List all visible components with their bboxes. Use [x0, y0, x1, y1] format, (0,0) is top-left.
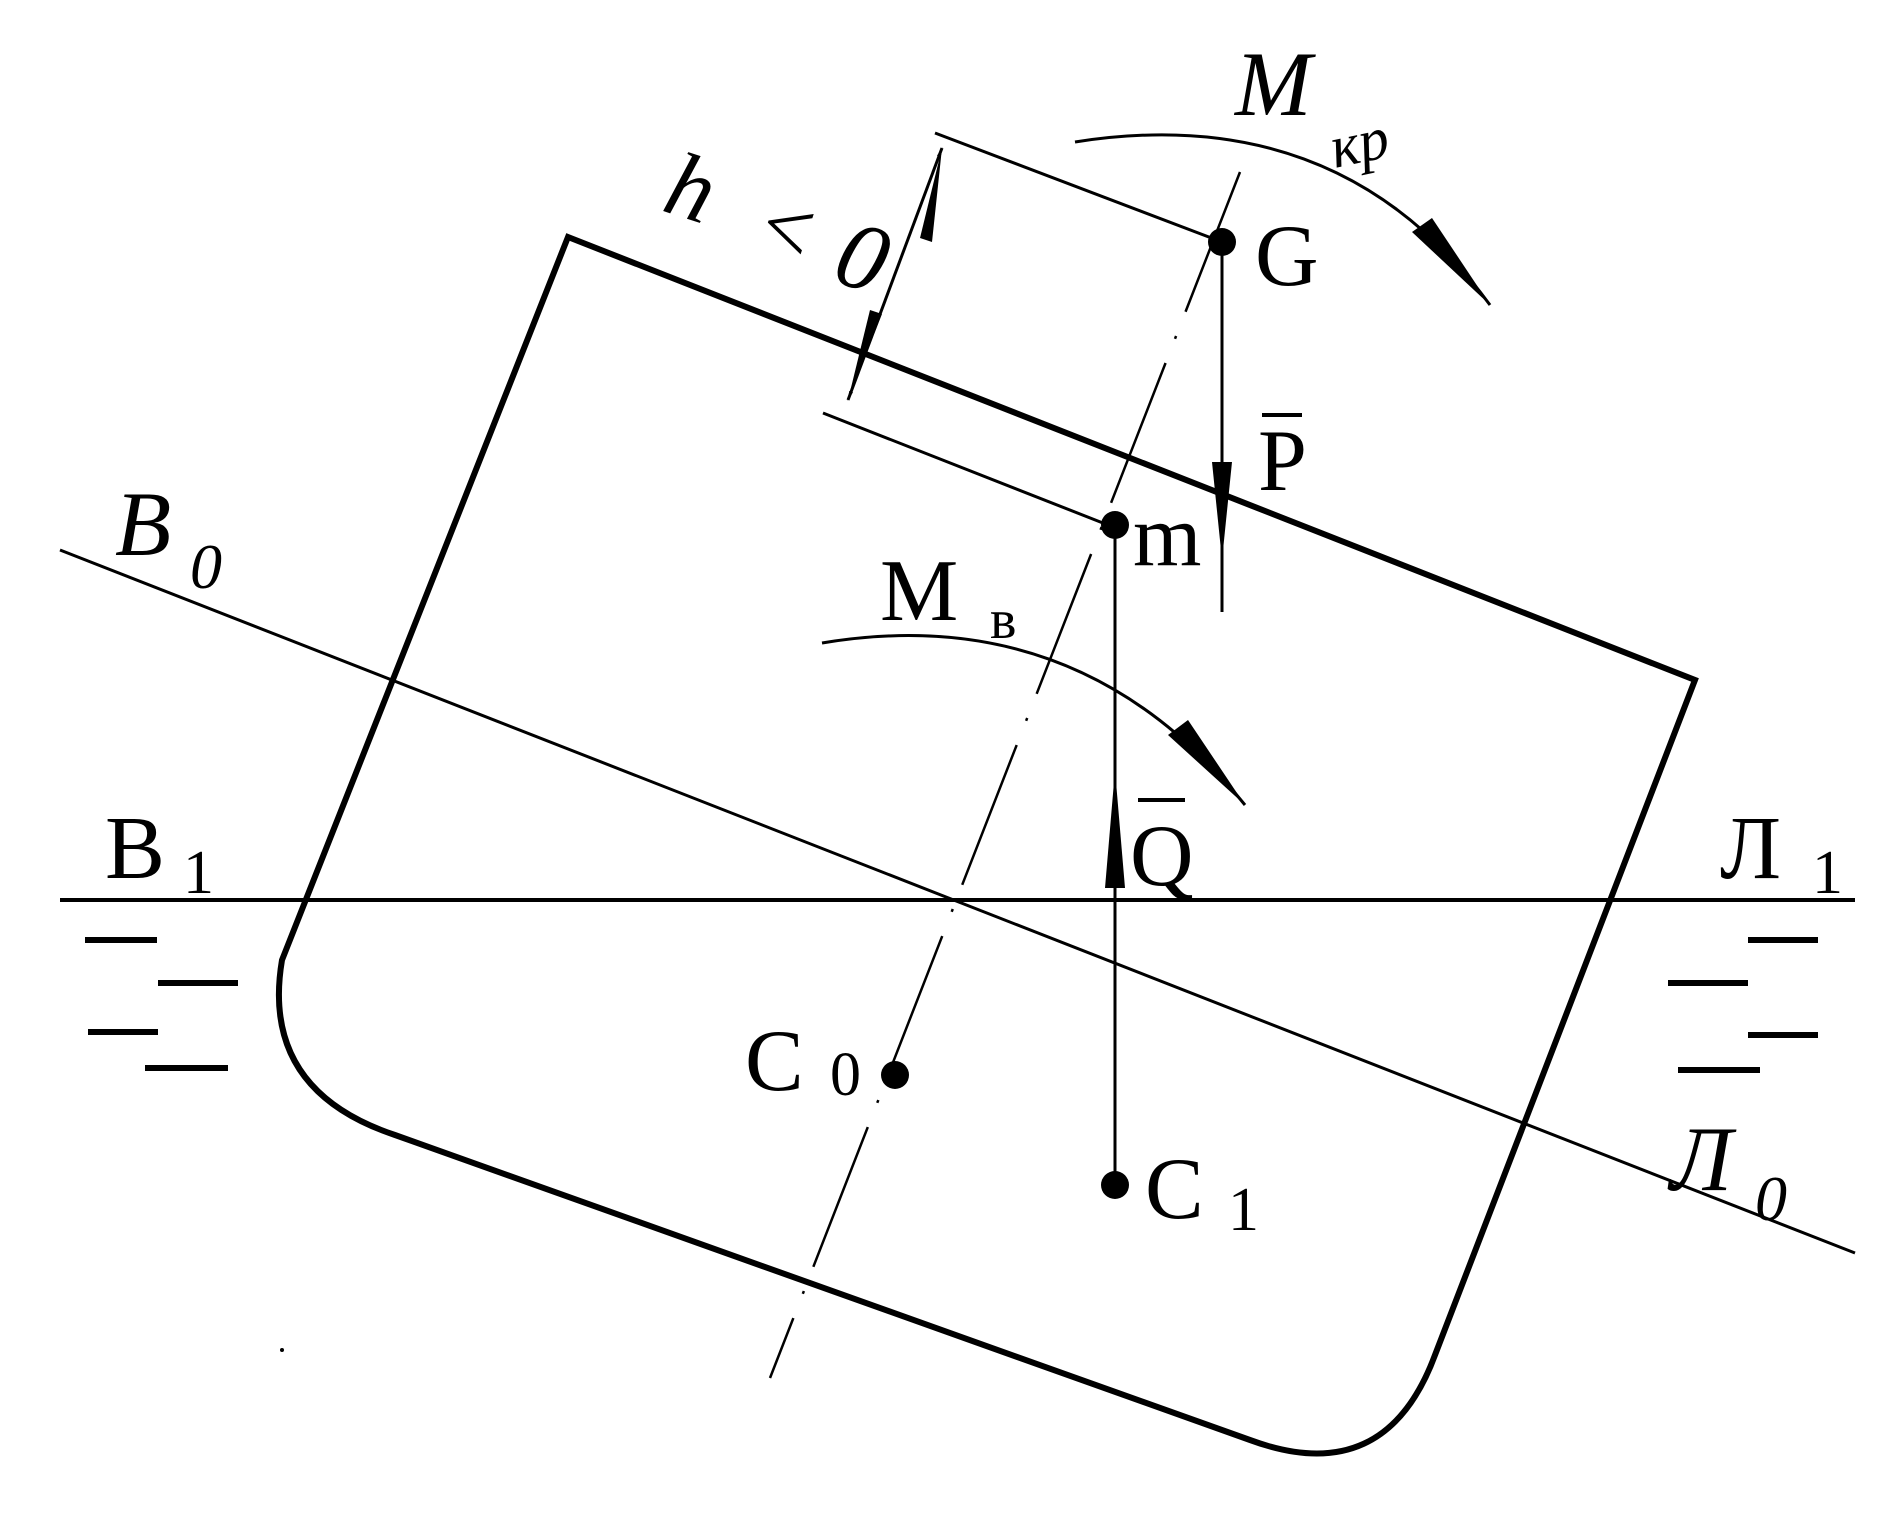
scan-dot — [280, 1348, 284, 1352]
label-m-v-sub: в — [990, 589, 1016, 651]
h-arrow-upper — [920, 148, 942, 242]
label-m-v: M — [880, 543, 958, 640]
label-h-zero: 0 — [824, 198, 903, 315]
label-b1: B — [105, 799, 165, 898]
label-c1-sub: 1 — [1228, 1176, 1259, 1244]
label-c0: C — [745, 1013, 804, 1110]
h-extension-lower — [822, 411, 1109, 527]
label-q: Q — [1130, 808, 1194, 905]
label-c0-sub: 0 — [830, 1041, 861, 1109]
point-c1 — [1101, 1171, 1129, 1199]
label-l1-sub: 1 — [1812, 839, 1843, 907]
force-p-arrow — [1212, 462, 1232, 560]
label-l1: Л — [1720, 799, 1781, 898]
force-q-arrow — [1105, 770, 1125, 888]
label-b1-sub: 1 — [183, 839, 214, 907]
label-b0: B — [115, 473, 171, 575]
point-g — [1208, 228, 1236, 256]
label-h: h — [654, 132, 729, 243]
label-l0: Л — [1667, 1108, 1737, 1210]
label-m: m — [1133, 488, 1201, 585]
water-hatch-left — [85, 937, 238, 1071]
waterline-b0-l0 — [59, 548, 1856, 1255]
water-hatch-right — [1668, 937, 1818, 1073]
h-arrow-lower — [848, 310, 882, 400]
label-p: P — [1258, 413, 1307, 510]
label-h-relation: < — [749, 175, 826, 283]
centre-plane-line — [768, 171, 1242, 1379]
label-b0-sub: 0 — [190, 531, 222, 602]
point-m — [1101, 511, 1129, 539]
point-c0 — [881, 1061, 909, 1089]
restoring-moment-arc — [821, 634, 1247, 806]
label-c1: C — [1145, 1141, 1204, 1238]
heeling-moment-arrow — [1412, 218, 1490, 305]
hull-outline — [275, 233, 1699, 1457]
label-m-kr-sub: кр — [1324, 104, 1395, 181]
label-g: G — [1255, 208, 1319, 305]
label-l0-sub: 0 — [1755, 1163, 1787, 1234]
label-m-kr: M — [1233, 33, 1316, 135]
restoring-moment-arrow — [1168, 720, 1245, 805]
h-extension-upper — [934, 131, 1223, 244]
